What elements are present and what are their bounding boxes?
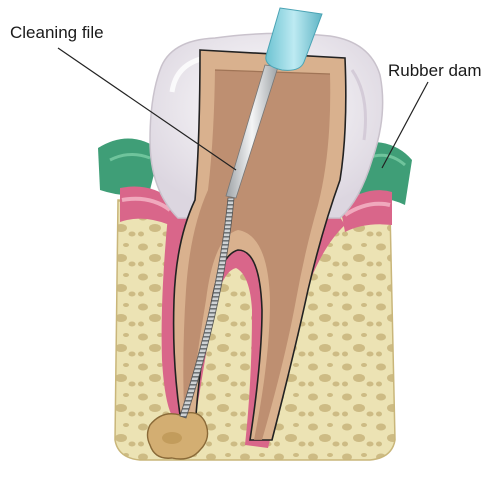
abscess	[148, 413, 208, 459]
cleaning-file-label: Cleaning file	[10, 24, 104, 41]
rubber-dam-label: Rubber dam	[388, 62, 482, 79]
